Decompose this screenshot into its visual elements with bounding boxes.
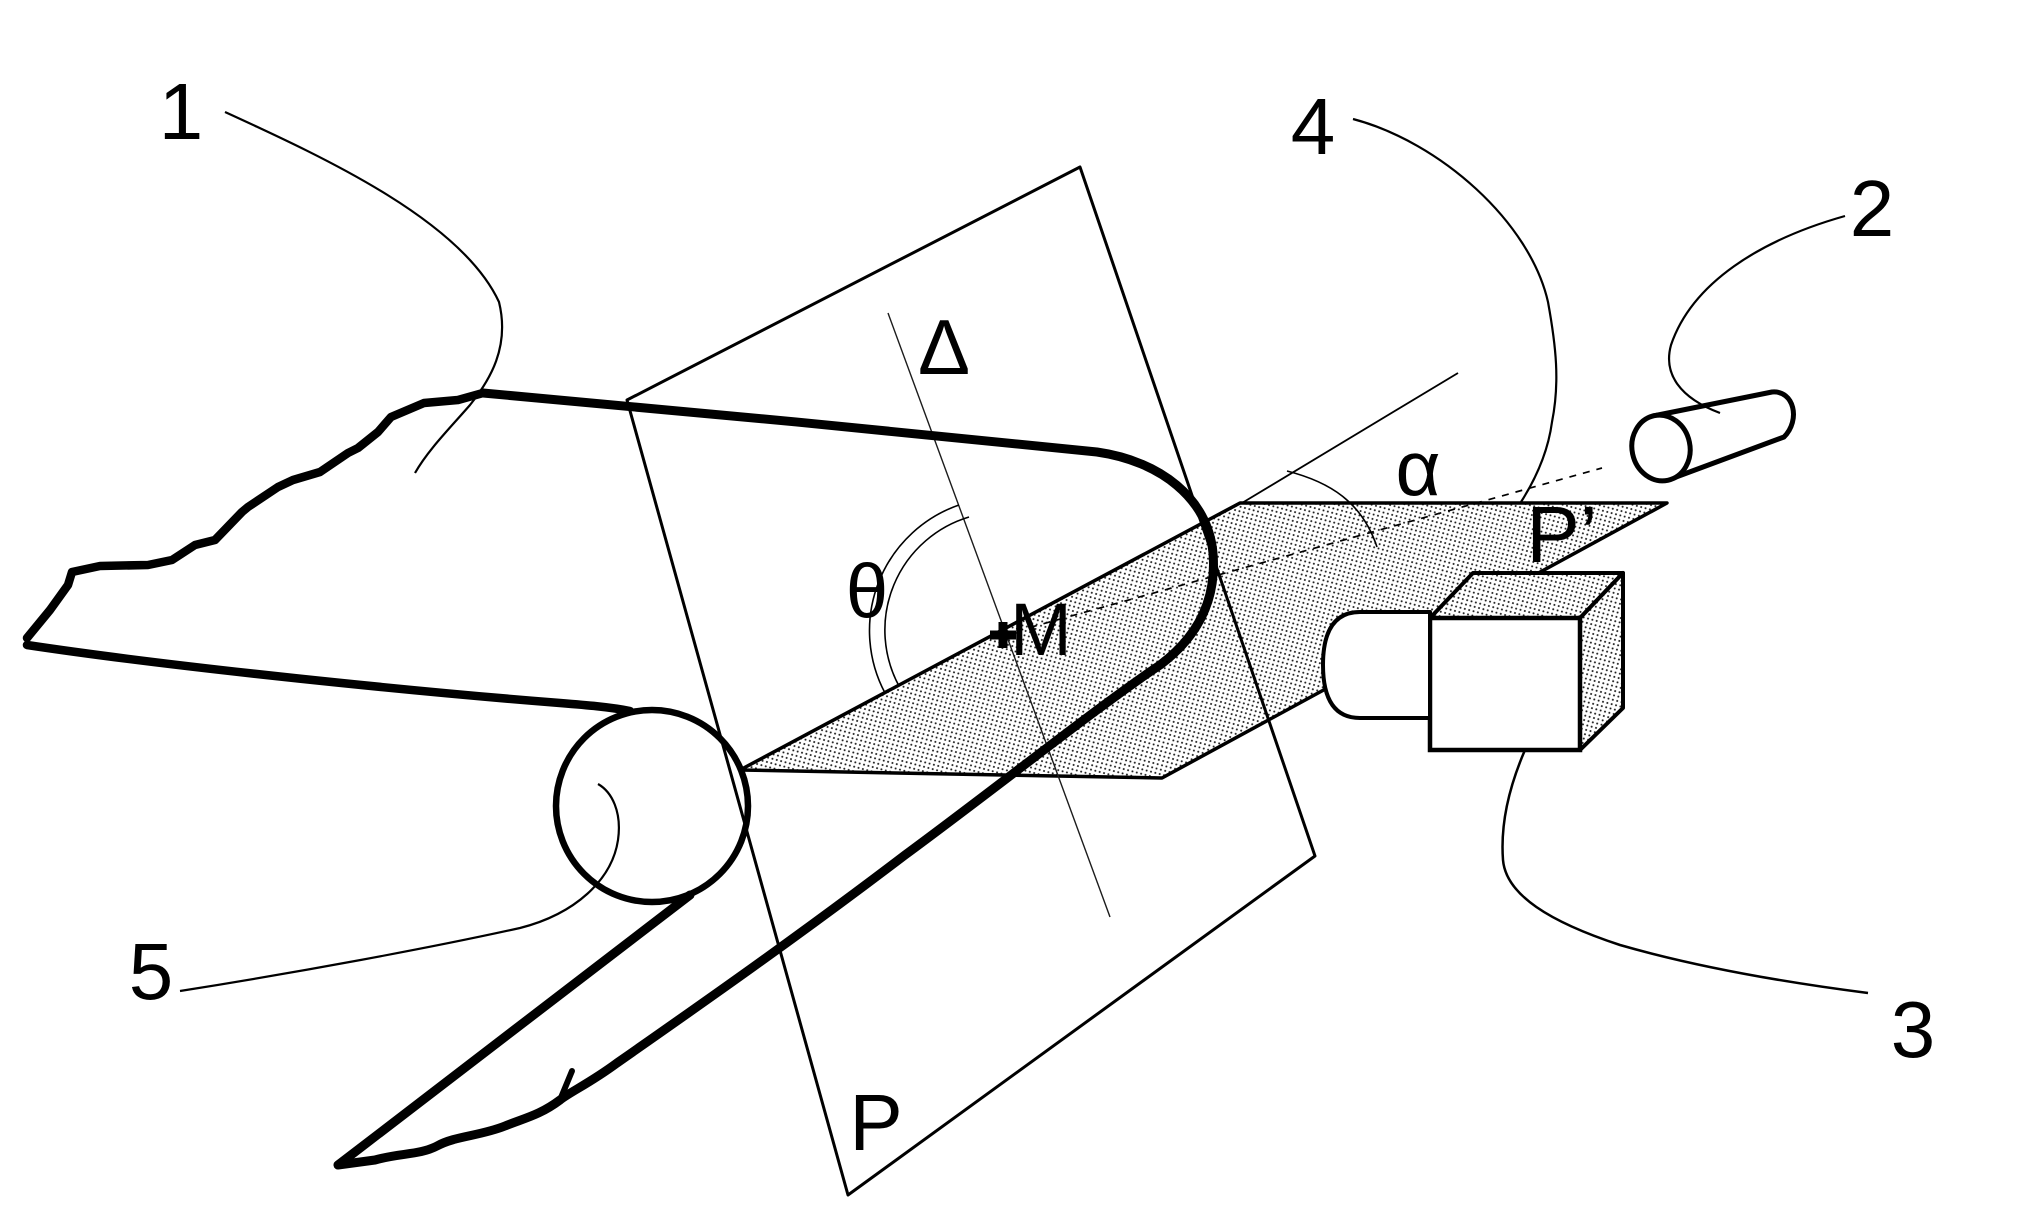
- theta-angle-arc-inner: [884, 516, 970, 687]
- camera-front-face: [1427, 615, 1583, 753]
- camera-lens-barrel: [1321, 610, 1432, 720]
- label-delta: Δ: [918, 303, 970, 391]
- roller-circle: [552, 706, 752, 906]
- label-2: 2: [1850, 164, 1895, 253]
- leader-line-5: [179, 783, 620, 993]
- leader-line-4: [1352, 117, 1558, 503]
- plane-p-surface: [625, 165, 1317, 1197]
- label-5: 5: [129, 927, 174, 1016]
- point-m-marker: [990, 622, 1016, 648]
- label-1: 1: [159, 67, 204, 156]
- plane-p-prime-surface: [738, 501, 1669, 780]
- sheet-lower-edge: [22, 640, 635, 716]
- sheet-torn-left-edge: [22, 388, 488, 643]
- leader-line-1: [224, 110, 504, 474]
- leader-line-3: [1501, 749, 1869, 995]
- leader-line-2: [1668, 214, 1846, 415]
- light-source-cylinder: [1629, 389, 1796, 484]
- label-plane-p-prime: P’: [1526, 490, 1597, 579]
- label-4: 4: [1291, 82, 1336, 171]
- sheet-fold-outline: [333, 388, 1218, 1170]
- label-plane-p: P: [849, 1078, 902, 1167]
- camera: [1321, 571, 1625, 753]
- label-theta: θ: [846, 549, 888, 634]
- alpha-angle-arc: [1286, 470, 1378, 548]
- label-alpha: α: [1395, 424, 1440, 512]
- sheet-edge-barb: [557, 1068, 575, 1103]
- label-3: 3: [1891, 985, 1936, 1074]
- label-point-m: M: [1010, 588, 1072, 671]
- alpha-reference-line: [1241, 372, 1459, 504]
- theta-angle-arc-outer: [868, 504, 960, 694]
- light-source-front-ellipse: [1629, 412, 1693, 484]
- delta-axis-line: [887, 312, 1111, 918]
- optical-axis-dashed-line: [1002, 467, 1603, 636]
